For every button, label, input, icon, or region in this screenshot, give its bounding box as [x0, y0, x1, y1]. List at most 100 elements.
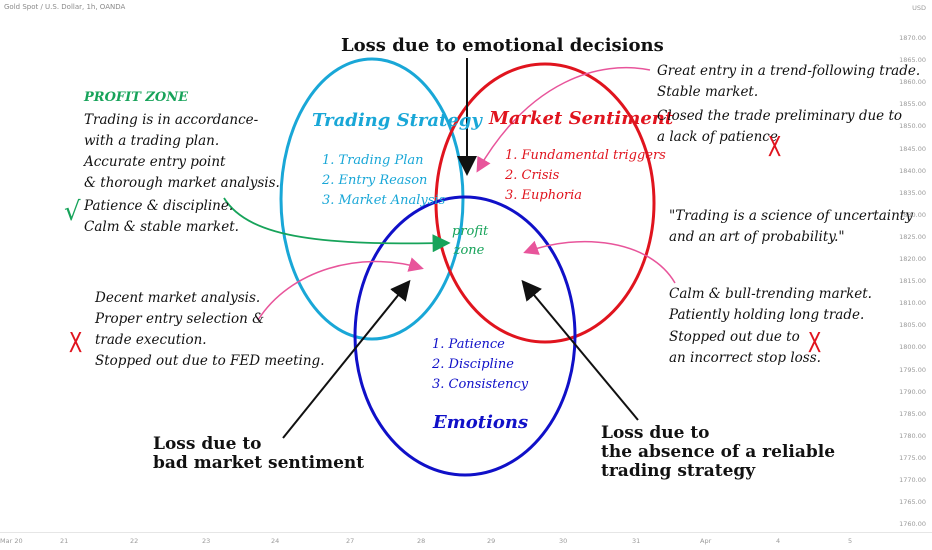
time-tick-label: 29 [487, 537, 496, 545]
price-tick-label: 1850.00 [899, 122, 926, 131]
list-item: 3. Consistency [432, 377, 529, 392]
price-tick-label: 1780.00 [899, 431, 926, 440]
arrow-green-profit [223, 197, 451, 253]
note-line: Patiently holding long trade. [669, 307, 865, 323]
time-tick-label: 27 [346, 537, 355, 545]
list-item: 2. Entry Reason [322, 173, 428, 188]
trading-strategy-list: 1. Trading Plan 2. Entry Reason 3. Marke… [322, 151, 445, 211]
time-axis-divider [0, 532, 932, 533]
arrow-bad-sentiment [282, 279, 411, 439]
price-tick-label: 1870.00 [899, 34, 926, 42]
note-line: & thorough market analysis. [84, 175, 280, 191]
center-line: zone [453, 243, 485, 258]
time-tick-label: Apr [700, 537, 712, 545]
time-tick-label: 4 [776, 537, 781, 545]
label-bad-sentiment: Loss due to bad market sentiment [153, 435, 364, 473]
time-tick-label: Mar 20 [0, 537, 23, 545]
note-line: Proper entry selection & [95, 311, 265, 327]
price-tick-label: 1865.00 [899, 56, 926, 65]
price-tick-label: 1820.00 [899, 255, 926, 263]
label-line: Loss due to [153, 434, 262, 454]
price-tick-label: 1845.00 [899, 144, 926, 153]
profit-zone-heading: PROFIT ZONE [84, 90, 189, 105]
note-line: Patience & discipline. [84, 198, 234, 214]
top-right-note: Great entry in a trend-following trade. … [657, 61, 920, 103]
time-tick-label: 5 [848, 537, 853, 545]
note-line: Stopped out due to FED meeting. [95, 353, 325, 369]
emotions-list: 1. Patience 2. Discipline 3. Consistency [432, 335, 528, 395]
price-tick-label: 1810.00 [899, 299, 926, 308]
note-line: with a trading plan. [84, 133, 220, 149]
emotions-title: Emotions [433, 412, 529, 433]
time-tick-label: 23 [202, 537, 211, 545]
note-line: Accurate entry point [84, 154, 226, 170]
time-tick-label: 28 [417, 537, 426, 545]
top-right-note-2: Closed the trade preliminary due to a la… [657, 106, 902, 148]
label-line: bad market sentiment [153, 453, 365, 473]
profit-zone-center: profit zone [452, 222, 489, 260]
cross-mark-icon: X [767, 130, 782, 163]
time-tick-label: 21 [60, 537, 69, 545]
label-emotional-decisions: Loss due to emotional decisions [341, 35, 664, 56]
market-sentiment-title: Market Sentiment [489, 108, 674, 129]
label-line: trading strategy [601, 461, 756, 481]
arrow-pink-top-right [476, 66, 651, 173]
price-tick-label: 1765.00 [899, 498, 926, 507]
list-item: 1. Patience [432, 337, 505, 352]
bottom-right-note: Calm & bull-trending market. Patiently h… [669, 284, 872, 326]
list-item: 2. Crisis [505, 168, 560, 183]
note-line: Trading is in accordance- [84, 112, 259, 128]
left-note: Decent market analysis. Proper entry sel… [95, 288, 325, 372]
currency-label: USD [912, 4, 926, 12]
price-tick-label: 1835.00 [899, 188, 926, 197]
label-no-strategy: Loss due to the absence of a reliable tr… [601, 424, 835, 481]
note-line: a lack of patience [657, 129, 778, 145]
label-line: the absence of a reliable [601, 442, 836, 462]
list-item: 1. Trading Plan [322, 153, 424, 168]
note-line: Closed the trade preliminary due to [657, 108, 902, 124]
price-tick-label: 1760.00 [899, 520, 926, 529]
note-line: "Trading is a science of uncertainty [669, 208, 913, 224]
profit-zone-note: Trading is in accordance- with a trading… [84, 110, 280, 194]
market-sentiment-list: 1. Fundamental triggers 2. Crisis 3. Eup… [505, 146, 666, 206]
bottom-right-note-2: Stopped out due to an incorrect stop los… [669, 327, 821, 369]
label-line: Loss due to [601, 423, 710, 443]
price-tick-label: 1830.00 [899, 210, 926, 219]
price-tick-label: 1790.00 [899, 387, 926, 396]
note-line: Great entry in a trend-following trade. [657, 63, 921, 79]
price-tick-label: 1805.00 [899, 321, 926, 330]
cross-mark-icon: X [68, 326, 83, 359]
arrow-no-strategy [521, 279, 639, 421]
emotions-circle [353, 195, 577, 477]
time-tick-label: 31 [632, 537, 641, 545]
chart-symbol-title: Gold Spot / U.S. Dollar, 1h, OANDA [4, 3, 126, 11]
profit-zone-note-2: Patience & discipline. Calm & stable mar… [84, 196, 239, 238]
note-line: an incorrect stop loss. [669, 350, 821, 366]
price-tick-label: 1855.00 [899, 100, 926, 109]
arrow-pink-left [257, 257, 424, 321]
note-line: Calm & bull-trending market. [669, 286, 872, 302]
price-tick-label: 1770.00 [899, 476, 926, 484]
price-tick-label: 1775.00 [899, 453, 926, 462]
note-line: trade execution. [95, 332, 207, 348]
list-item: 1. Fundamental triggers [505, 148, 666, 163]
arrow-pink-quote [523, 240, 676, 284]
list-item: 3. Euphoria [505, 188, 583, 203]
quote-note: "Trading is a science of uncertainty and… [669, 206, 913, 248]
note-line: and an art of probability." [669, 229, 845, 245]
trading-strategy-title: Trading Strategy [312, 110, 482, 131]
price-tick-label: 1860.00 [899, 78, 926, 87]
time-tick-label: 24 [271, 537, 280, 545]
price-tick-label: 1840.00 [899, 166, 926, 175]
note-line: Stable market. [657, 84, 759, 100]
check-mark-icon: √ [64, 197, 81, 227]
time-tick-label: 30 [559, 537, 568, 545]
price-axis[interactable]: 1870.00 1865.00 1860.00 1855.00 1850.00 1845.… [872, 0, 932, 550]
price-tick-label: 1815.00 [899, 277, 926, 286]
center-line: profit [452, 224, 489, 239]
note-line: Calm & stable market. [84, 219, 239, 235]
price-tick-label: 1795.00 [899, 365, 926, 374]
note-line: Decent market analysis. [95, 290, 261, 306]
